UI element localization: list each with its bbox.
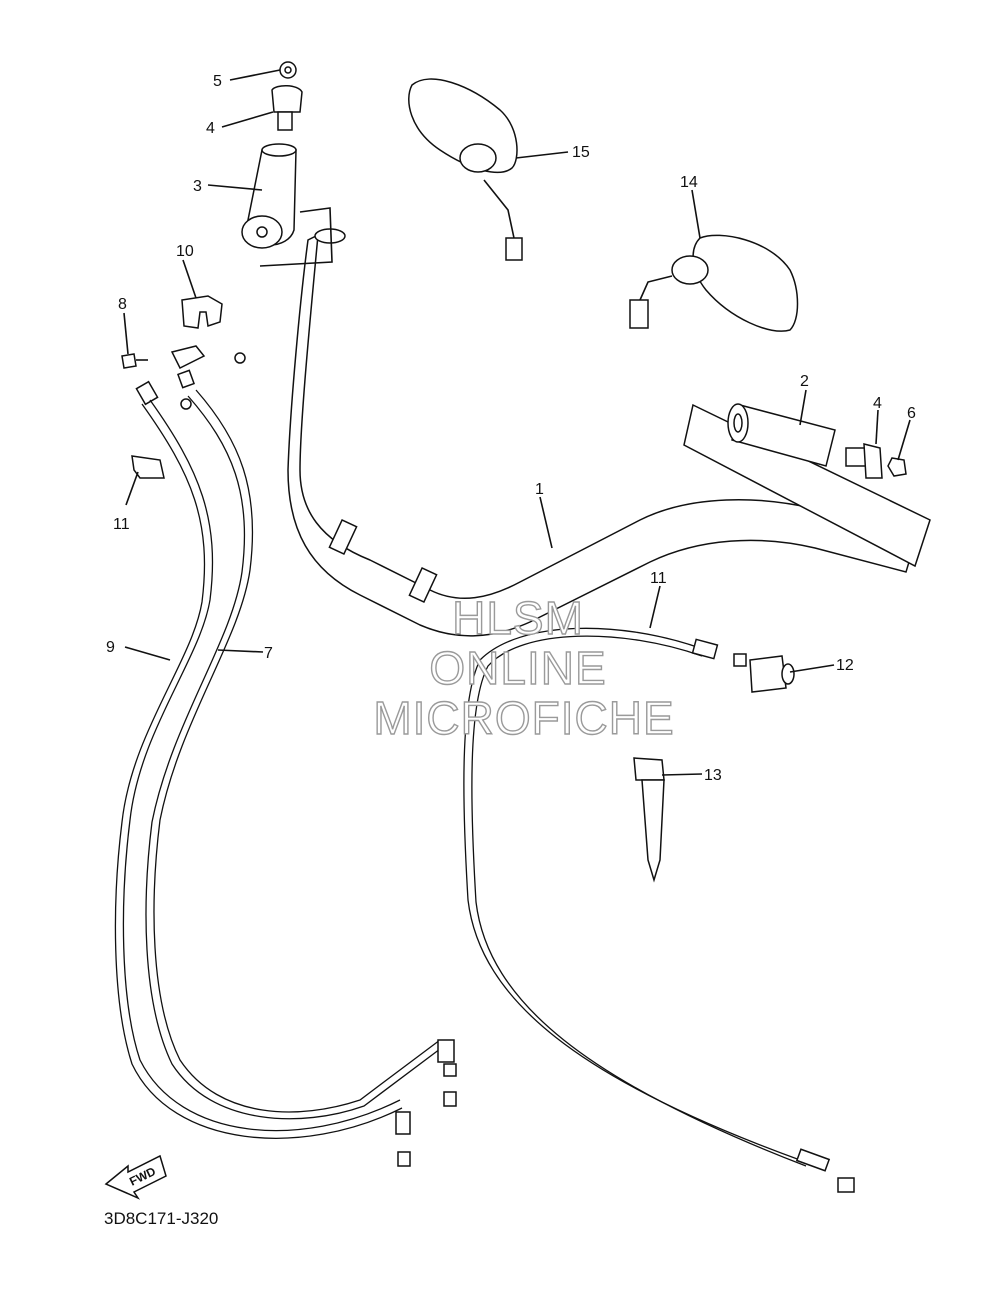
throttle-cable-1[interactable] — [145, 389, 457, 1120]
callout-1: 1 — [535, 481, 544, 498]
callout-2: 2 — [800, 373, 809, 390]
grip-end-left[interactable] — [271, 85, 303, 131]
callout-4-left: 4 — [206, 120, 215, 137]
callout-5-left: 5 — [213, 73, 222, 90]
screw-right[interactable] — [887, 457, 907, 477]
leader-lines — [123, 69, 911, 776]
watermark-line-2: ONLINE — [429, 642, 606, 694]
bolt[interactable] — [121, 353, 148, 369]
screw-left[interactable] — [279, 61, 297, 79]
callout-9: 10 — [176, 243, 194, 260]
callout-12: 12 — [836, 657, 854, 674]
callout-3: 3 — [193, 178, 202, 195]
callout-5-right: 6 — [907, 405, 916, 422]
callout-6: 7 — [264, 645, 273, 662]
throttle-grip[interactable] — [241, 143, 333, 267]
fwd-arrow: FWD — [104, 1154, 167, 1200]
callout-8: 9 — [106, 639, 115, 656]
cable-fittings-top — [135, 345, 246, 410]
cable-adjuster[interactable] — [733, 653, 795, 693]
right-grip[interactable] — [683, 403, 931, 568]
handlebar[interactable] — [287, 228, 919, 637]
callout-4-right: 4 — [873, 395, 882, 412]
callout-11: 11 — [650, 570, 667, 587]
watermark-line-3: MICROFICHE — [373, 692, 674, 744]
callout-14: 14 — [680, 174, 698, 191]
grip-end-right[interactable] — [845, 443, 883, 479]
callout-15: 15 — [572, 144, 590, 161]
callout-13: 13 — [704, 767, 722, 784]
rear-view-mirror-left[interactable] — [629, 234, 799, 332]
callout-10: 11 — [113, 516, 130, 533]
cable-band[interactable] — [633, 757, 665, 883]
rear-view-mirror-right[interactable] — [408, 78, 523, 261]
cable-guide[interactable] — [181, 295, 223, 329]
callout-labels: 5 4 3 10 8 11 9 7 1 2 4 6 15 14 11 12 13 — [106, 73, 916, 784]
diagram-code: 3D8C171-J320 — [104, 1209, 218, 1228]
clutch-cable[interactable] — [463, 627, 855, 1193]
watermark: HLSM ONLINE MICROFICHE — [373, 591, 675, 744]
watermark-line-1: HLSM — [452, 592, 584, 644]
clamp[interactable] — [131, 455, 165, 479]
throttle-cable-2[interactable] — [114, 399, 411, 1167]
callout-7: 8 — [118, 296, 127, 313]
